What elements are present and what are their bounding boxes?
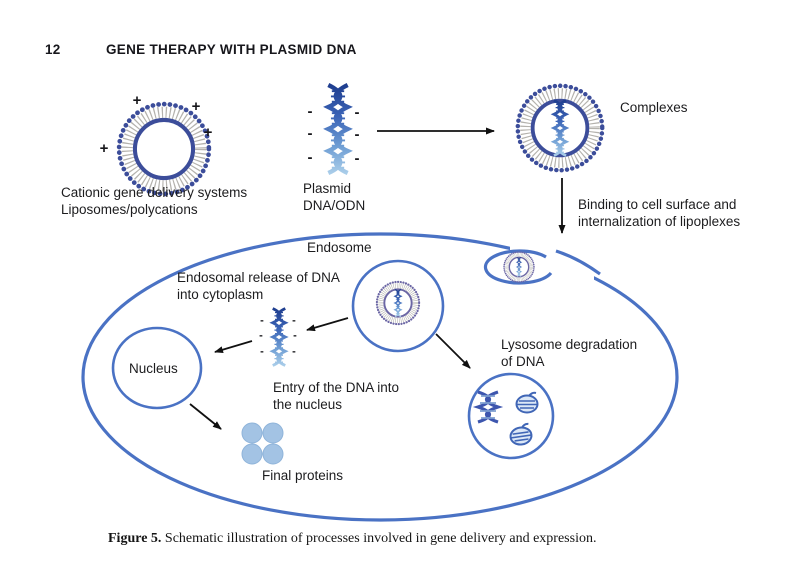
label-cationic-systems: Cationic gene delivery systems Liposomes… [61,185,248,217]
running-head: GENE THERAPY WITH PLASMID DNA [106,42,357,57]
minus-charge: - [259,329,263,342]
minus-charge: - [293,329,297,342]
released-dna-icon [271,307,287,367]
arrow-nucleus-to-proteins [189,403,222,430]
figure-caption: Figure 5. Schematic illustration of proc… [108,531,596,547]
label-lysosome-degradation: Lysosome degradation of DNA [501,337,638,369]
plus-charge: + [203,124,213,142]
label-entry: Entry of the DNA into the nucleus [273,380,400,412]
minus-charge: - [307,103,313,121]
minus-charge: - [292,314,296,327]
lysosome-circle [467,372,555,460]
minus-charge: - [260,345,264,358]
arrow-endosome-to-lysosome [435,333,471,369]
minus-charge: - [307,149,313,167]
complexes-icon [518,86,602,170]
label-nucleus: Nucleus [129,361,178,376]
liposome-icon [119,104,209,194]
invagination-pocket [483,249,553,285]
label-plasmid: Plasmid DNA/ODN [303,181,366,213]
nucleus-circle [111,326,203,410]
caption-text: Schematic illustration of processes invo… [161,531,597,546]
label-final-proteins: Final proteins [262,468,344,483]
minus-charge: - [307,125,313,143]
minus-charge: - [354,150,360,168]
minus-charge: - [260,314,264,327]
minus-charge: - [354,126,360,144]
label-endosomal-release: Endosomal release of DNA into cytoplasm [177,270,340,302]
plus-charge: + [99,140,109,158]
minus-charge: - [354,104,360,122]
label-binding: Binding to cell surface and internalizat… [578,197,741,229]
label-complexes: Complexes [620,100,688,115]
caption-label: Figure 5. [108,531,162,546]
cell-membrane [81,232,679,522]
final-proteins-icon [241,422,284,465]
label-endosome: Endosome [307,240,372,255]
minus-charge: - [292,345,296,358]
plus-charge: + [191,98,201,116]
membrane-hook [555,249,601,276]
arrow-endosome-to-dna [306,317,349,332]
plus-charge: + [132,92,142,110]
plasmid-dna-icon [328,85,347,173]
page-number: 12 [45,42,61,57]
arrow-dna-to-nucleus [214,340,253,354]
